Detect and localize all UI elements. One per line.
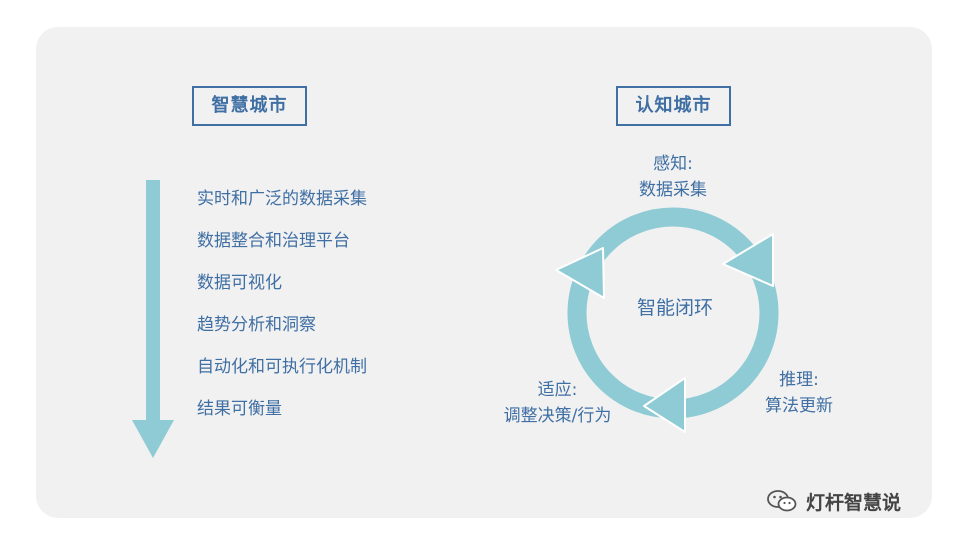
list-item: 自动化和可执行化机制 xyxy=(197,357,367,377)
sense-label: 感知: 数据采集 xyxy=(618,151,728,203)
cognitive-city-title: 认知城市 xyxy=(616,86,731,126)
content-panel xyxy=(36,27,932,518)
smart-city-title: 智慧城市 xyxy=(192,86,307,126)
infer-label-line1: 推理: xyxy=(779,370,819,390)
list-item: 数据整合和治理平台 xyxy=(197,231,350,251)
infer-label-line2: 算法更新 xyxy=(765,396,833,416)
cycle-center-label: 智能闭环 xyxy=(636,297,713,319)
sense-label-line1: 感知: xyxy=(653,154,693,174)
watermark-text: 灯杆智慧说 xyxy=(806,491,902,514)
cycle-arrow-head-left xyxy=(555,247,605,299)
smart-city-feature-list: 实时和广泛的数据采集 数据整合和治理平台 数据可视化 趋势分析和洞察 自动化和可… xyxy=(197,186,367,438)
adapt-label-line1: 适应: xyxy=(537,380,578,400)
cycle-arrow-head-right xyxy=(722,233,774,287)
watermark: 灯杆智慧说 xyxy=(766,487,901,515)
down-arrow-shaft xyxy=(146,180,160,425)
list-item: 结果可衡量 xyxy=(197,399,282,419)
list-item: 实时和广泛的数据采集 xyxy=(197,189,367,209)
infer-label: 推理: 算法更新 xyxy=(754,367,844,419)
sense-label-line2: 数据采集 xyxy=(639,180,707,200)
down-arrow-head xyxy=(132,420,174,458)
list-item: 数据可视化 xyxy=(197,273,282,293)
adapt-label: 适应: 调整决策/行为 xyxy=(490,377,625,429)
wechat-icon xyxy=(767,490,797,512)
cycle-arrow-head-bottom xyxy=(643,377,686,433)
adapt-label-line2: 调整决策/行为 xyxy=(503,406,612,426)
list-item: 趋势分析和洞察 xyxy=(197,315,316,335)
